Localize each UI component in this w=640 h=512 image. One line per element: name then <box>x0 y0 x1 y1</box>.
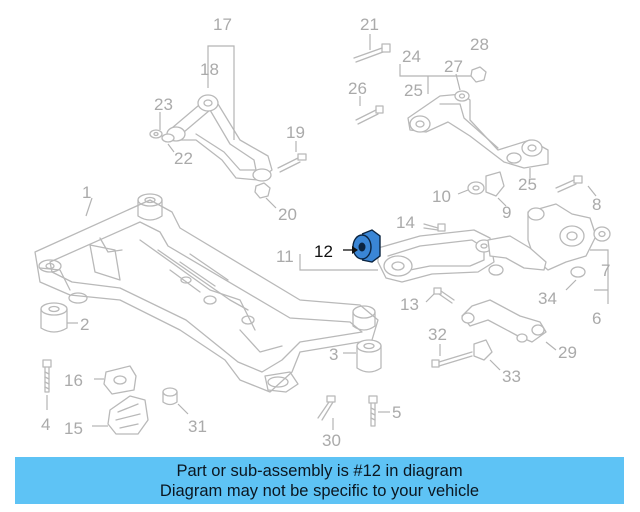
callout-number: 24 <box>402 47 421 66</box>
bolt-part <box>423 223 446 232</box>
callout-leader <box>565 279 577 291</box>
callout-leader <box>497 197 507 207</box>
callout-number: 30 <box>322 431 341 450</box>
upper-link-part <box>407 93 549 169</box>
bolt-part <box>353 43 391 63</box>
nut-part <box>454 66 487 102</box>
callout-number: 17 <box>213 15 232 34</box>
callout-leader <box>587 185 597 197</box>
callout-leader <box>489 359 501 371</box>
callout-number: 5 <box>392 403 401 422</box>
callout-number: 29 <box>558 343 577 362</box>
callout-leader <box>457 189 469 195</box>
bushing-part <box>40 302 68 333</box>
callout-leader <box>299 254 378 271</box>
callout-number: 8 <box>592 195 601 214</box>
knuckle-part <box>487 203 611 278</box>
callout-number: 16 <box>64 371 83 390</box>
callout-number: 4 <box>41 415 50 434</box>
callout-leader <box>590 249 609 304</box>
bolt-part <box>433 287 455 304</box>
callout-number: 25 <box>518 175 537 194</box>
callout-number: 19 <box>286 123 305 142</box>
callout-number: 6 <box>592 309 601 328</box>
callout-number: 10 <box>432 187 451 206</box>
callout-leader <box>85 197 93 217</box>
callout-number: 31 <box>188 417 207 436</box>
highlighted-bushing-part-12[interactable] <box>352 229 381 263</box>
lateral-link-part <box>461 299 547 343</box>
bracket-part <box>107 395 149 435</box>
bolt-part <box>317 395 336 421</box>
callout-number: 34 <box>538 289 557 308</box>
callout-number: 25 <box>404 81 423 100</box>
bolt-part <box>277 153 307 173</box>
callout-number: 27 <box>444 57 463 76</box>
banner-line-disclaimer: Diagram may not be specific to your vehi… <box>159 482 480 500</box>
callout-number: 23 <box>154 95 173 114</box>
subframe-part <box>34 193 379 393</box>
callout-leader <box>167 143 175 153</box>
bolt-part <box>555 175 583 193</box>
callout-number: 22 <box>174 149 193 168</box>
callout-number: 33 <box>502 367 521 386</box>
callout-leader <box>207 45 235 140</box>
bolt-part <box>368 395 378 427</box>
trailing-arm-part <box>166 94 273 182</box>
callout-arrowhead <box>352 246 358 254</box>
callout-number: 21 <box>360 15 379 34</box>
callout-number: 2 <box>80 315 89 334</box>
callout-leader <box>265 197 277 209</box>
washer-part <box>149 129 175 143</box>
callout-number: 13 <box>400 295 419 314</box>
info-banner: Part or sub-assembly is #12 in diagram D… <box>15 457 624 504</box>
bolt-part <box>355 105 384 125</box>
banner-line-part-number: Part or sub-assembly is #12 in diagram <box>176 462 463 480</box>
highlighted-callout-number[interactable]: 12 <box>314 242 333 261</box>
callout-leader <box>545 341 557 351</box>
callout-leader <box>425 293 435 303</box>
bushing-part <box>467 171 505 197</box>
callout-number: 28 <box>470 35 489 54</box>
callout-number: 14 <box>396 213 415 232</box>
callout-leader <box>177 403 189 415</box>
callout-number: 18 <box>200 60 219 79</box>
callout-number: 20 <box>278 205 297 224</box>
callout-leader <box>455 73 461 91</box>
callout-number: 11 <box>276 247 294 266</box>
bolt-part <box>431 339 493 368</box>
mount-part <box>103 365 137 395</box>
callout-number: 1 <box>82 183 91 202</box>
callout-number: 3 <box>329 345 338 364</box>
callout-number: 7 <box>601 261 610 280</box>
callout-number: 15 <box>64 419 83 438</box>
nut-part <box>254 182 271 199</box>
bushing-part <box>356 339 382 373</box>
callout-leader <box>399 64 478 94</box>
callout-number: 32 <box>428 325 447 344</box>
callout-number: 9 <box>502 203 511 222</box>
callout-number: 26 <box>348 79 367 98</box>
bushing-part <box>162 387 178 406</box>
bolt-part <box>42 359 52 393</box>
lower-control-arm-part <box>377 229 495 283</box>
